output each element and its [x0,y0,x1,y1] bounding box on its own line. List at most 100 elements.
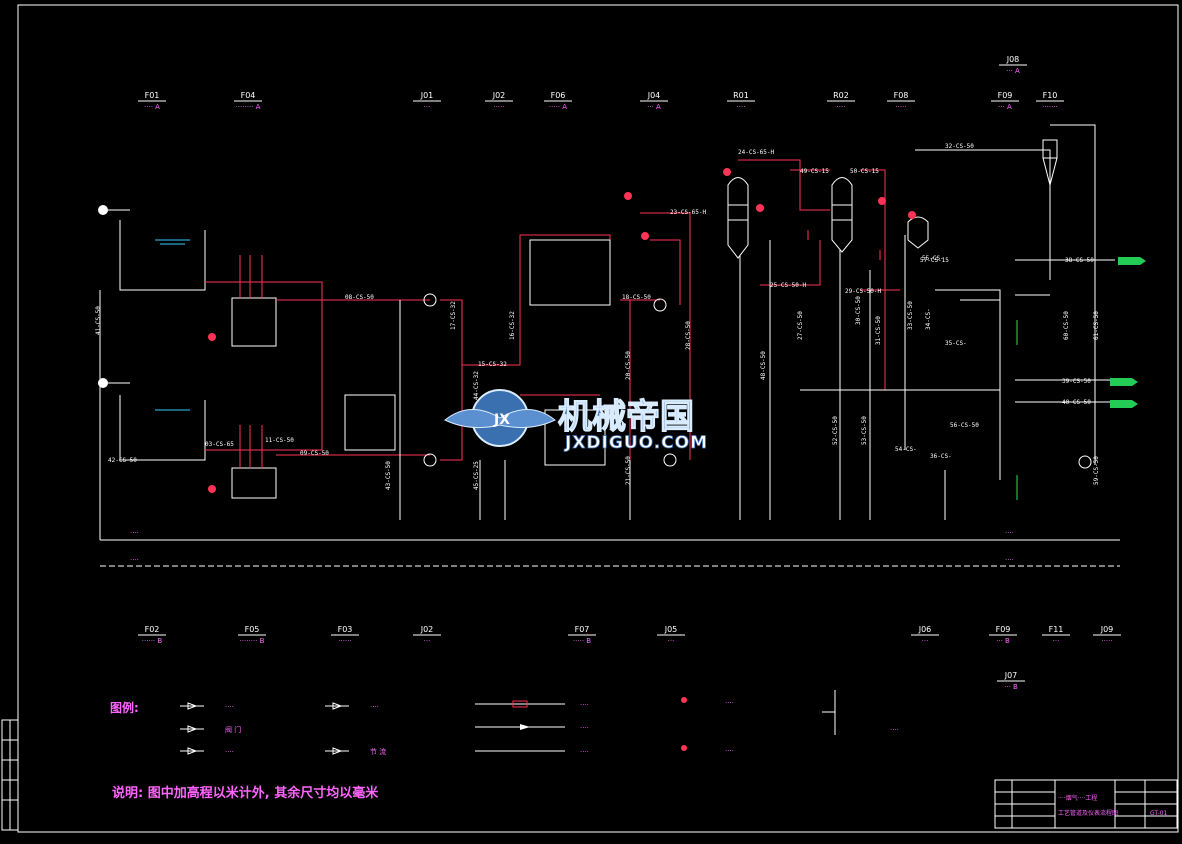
process-lines [205,159,900,461]
globe-valve-icon [325,702,349,710]
pipe-label: 21-CS-50 [625,456,632,485]
equipment-tag-top: J01 ··· [413,91,441,111]
reactor-r01 [727,177,749,259]
separator-f08 [907,216,929,249]
equipment-tag-name: ······· [1042,103,1058,111]
equipment-tag-name: ··· [424,637,431,645]
equipment-tag-code: F10 [1043,91,1058,100]
tank-f01 [119,220,206,291]
pipe-label: 03-CS-65 [205,441,234,448]
equipment-tag-top: F09 ··· A [991,91,1019,111]
equipment-tag-top: R01···· [727,91,755,111]
equipment-tag-code: F06 [551,91,566,100]
main-pipe-icon [475,724,565,730]
equipment-tag-code: F08 [894,91,909,100]
legend-item-label: ···· [890,726,899,734]
inlet-arrows [98,205,130,388]
vessel-f04 [231,297,277,347]
equipment-tag-code: J09 [1100,625,1114,634]
check-valve-icon [180,702,204,710]
legend-item: ···· [180,747,234,756]
equipment-tag-top: J08··· A [999,55,1027,75]
equipment-tag-top: R02···· [827,91,855,111]
legend-item-label: ···· [225,703,234,711]
tank-f02 [119,395,206,461]
pipe-label: 30-CS-50 [855,296,862,325]
equipment-tag-top: F04········ A [234,91,262,111]
gauges [208,168,916,493]
pipe-label: 52-CS-50 [832,416,839,445]
tank-f06 [529,239,611,306]
equipment-tag-name: ··· [424,103,431,111]
equipment-tag-name: ······ [338,637,351,645]
pipe-label: 39-CS-50 [1062,378,1091,385]
equipment-tag-name: ····· B [573,637,591,645]
watermark: JX 机械帝国 JXDIGUO.COM [444,389,708,453]
equipment-tag-name: ····· A [549,103,567,111]
legend-item: ···· [475,748,589,756]
equipment-tag-bottom: J09····· [1093,625,1121,645]
pipe-label: 28-CS-50 [685,321,692,350]
title-drawing: 工艺管道及仪表流程图 [1058,809,1118,817]
pipe-label: 55-CS- [922,255,944,262]
pipe-label: 16-CS-32 [509,311,516,340]
equipment-tag-code: F09 [998,91,1013,100]
legend-item: ···· [681,697,734,707]
pipe-label: 11-CS-50 [265,437,294,444]
equipment-tag-name: ··· A [998,103,1012,111]
pipe-label: 17-CS-32 [450,301,457,330]
thermometer-icon [681,745,687,751]
pipe-label: 59-CS-50 [1093,456,1100,485]
legend-item: ···· [325,702,379,711]
pipe-label: 20-CS-50 [625,351,632,380]
equipment-tag-code: J01 [420,91,434,100]
legend-item-label: 阀 门 [225,725,241,734]
pipe-label: 54-CS- [895,446,917,453]
title-project: ····烟气····工程 [1058,794,1097,802]
outlet-arrows [1016,257,1146,500]
watermark-en: JXDIGUO.COM [564,433,708,453]
lower-header-label-right: ···· [1005,556,1014,564]
pipe-label: 34-CS- [925,308,932,330]
reducer-icon [325,747,349,755]
legend-title: 图例: [110,700,139,715]
equipment-tag-bottom: F11··· [1042,625,1070,645]
legend-item: ···· [180,702,234,711]
legend-item: ···· [475,700,589,709]
equipment-tag-bottom: F05········ B [238,625,266,645]
equipment-tag-bottom: J06··· [911,625,939,645]
pipe-label: 44-CS-32 [473,371,480,400]
equipment-tag-bottom: F07····· B [568,625,596,645]
legend-item-label: ···· [225,748,234,756]
legend-item: ···· [890,726,899,734]
equipment-tag-name: ········ A [236,103,261,111]
equipment-tag-code: F01 [145,91,160,100]
equipment-tag-top: F01···· A [138,91,166,111]
pipe-label: 23-CS-65-H [670,209,707,216]
legend-item: 节 流 [325,747,386,756]
watermark-cn: 机械帝国 [558,397,694,437]
equipment-tag-name: ····· [895,103,906,111]
equipment-tag-top: F08 ····· [887,91,915,111]
equipment-tag-name: ··· B [1004,683,1018,691]
equipment-tag-code: F05 [245,625,260,634]
pipe-label: 08-CS-50 [345,294,374,301]
equipment-tag-name: ··· [668,637,675,645]
upper-header-label-right: ···· [1005,529,1014,537]
equipment-tag-bottom: F02······ B [138,625,166,645]
pipe-label: 50-CS-15 [850,168,879,175]
equipment-tag-name: ··· B [996,637,1010,645]
header-mains: ···· ···· ···· ···· [100,529,1120,567]
pipe-label: 09-CS-50 [300,450,329,457]
pipe-label: 48-CS-50 [760,351,767,380]
legend-item-label: ···· [370,703,379,711]
equipment-tag-bottom: F03······ [331,625,359,645]
legend: 图例: ····阀 门········节 流··················… [110,690,899,756]
pipe-label: 41-CS-50 [95,306,102,335]
pipe-label: 61-CS-50 [1093,311,1100,340]
equipment-tag-code: F11 [1049,625,1064,634]
pipe-label: 40-CS-50 [1062,399,1091,406]
pipe-label: 56-CS-50 [950,422,979,429]
